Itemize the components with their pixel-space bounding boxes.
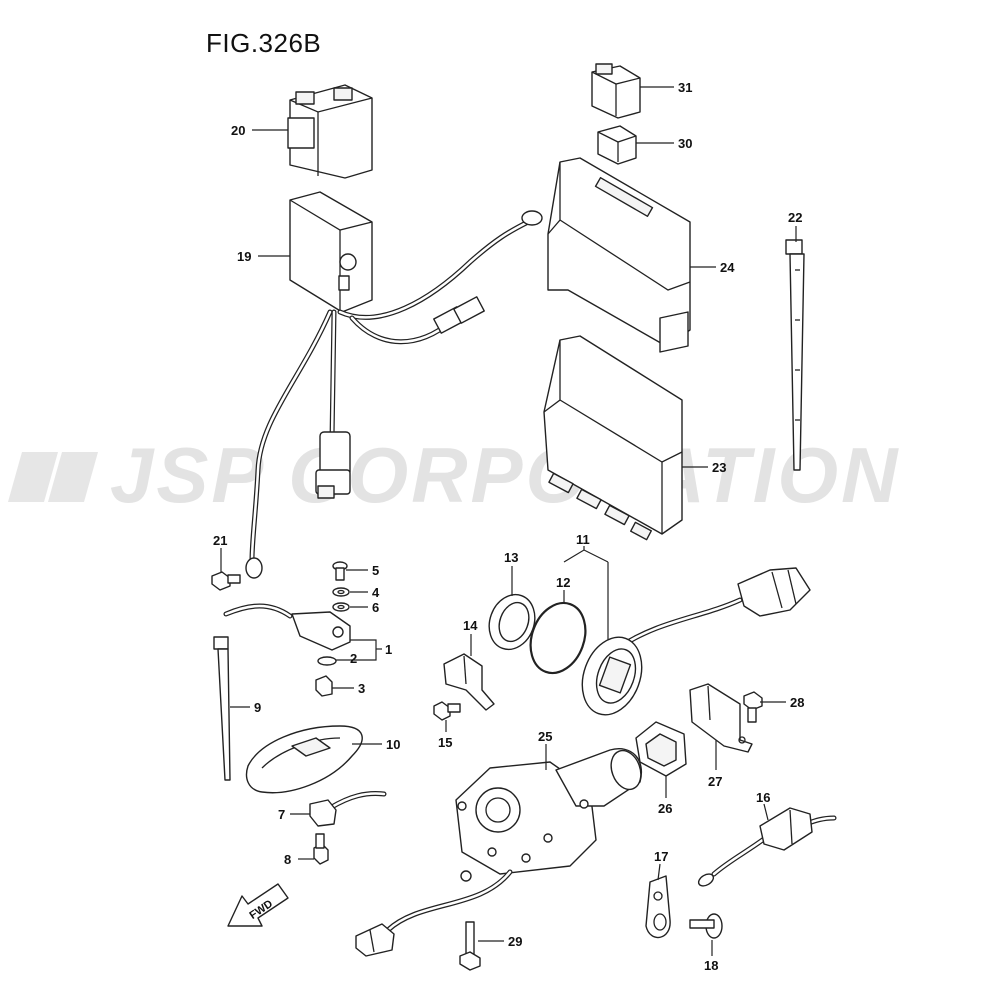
callout-10: 10 — [386, 737, 400, 752]
part-8-bolt[interactable] — [313, 833, 329, 865]
part-21-bolt[interactable] — [211, 571, 241, 591]
callout-28: 28 — [790, 695, 804, 710]
callout-22: 22 — [788, 210, 802, 225]
callout-3: 3 — [358, 681, 365, 696]
part-30-relay[interactable] — [597, 125, 637, 165]
part-24-ecu-cover[interactable] — [547, 157, 691, 353]
watermark: JSP CORPORATION — [8, 438, 900, 518]
callout-27: 27 — [708, 774, 722, 789]
part-1-sensor-assembly[interactable] — [223, 603, 351, 651]
part-27-bracket[interactable] — [689, 683, 753, 753]
callout-1: 1 — [385, 642, 392, 657]
part-12-oring[interactable] — [521, 595, 594, 680]
callout-17: 17 — [654, 849, 668, 864]
part-22-cable-tie[interactable] — [785, 239, 805, 471]
part-6-washer[interactable] — [332, 602, 350, 612]
callout-23: 23 — [712, 460, 726, 475]
callout-16: 16 — [756, 790, 770, 805]
callout-24: 24 — [720, 260, 735, 275]
part-17-clamp[interactable] — [645, 875, 671, 938]
callout-7: 7 — [278, 807, 285, 822]
part-15-bolt[interactable] — [433, 701, 461, 721]
part-29-bolt[interactable] — [459, 921, 481, 971]
callout-29: 29 — [508, 934, 522, 949]
leader-lines — [220, 86, 797, 956]
callout-14: 14 — [463, 618, 478, 633]
callout-labels: 20 19 31 30 24 23 22 21 5 4 6 1 2 3 9 10… — [213, 80, 804, 973]
part-14-clamp[interactable] — [443, 653, 495, 711]
callout-30: 30 — [678, 136, 692, 151]
part-28-bolt[interactable] — [743, 691, 763, 723]
callout-2: 2 — [350, 651, 357, 666]
part-13-ring[interactable] — [482, 588, 542, 656]
callout-13: 13 — [504, 550, 518, 565]
callout-6: 6 — [372, 600, 379, 615]
callout-9: 9 — [254, 700, 261, 715]
callout-11: 11 — [576, 532, 590, 547]
part-2-oring[interactable] — [317, 656, 337, 666]
part-5-screw[interactable] — [332, 561, 348, 581]
callout-15: 15 — [438, 735, 452, 750]
callout-25: 25 — [538, 729, 552, 744]
part-3-clip[interactable] — [315, 675, 333, 697]
part-18-screw[interactable] — [689, 913, 723, 939]
callout-19: 19 — [237, 249, 251, 264]
part-31-relay[interactable] — [591, 63, 641, 119]
part-16-connector-harness[interactable] — [697, 807, 837, 888]
callout-20: 20 — [231, 123, 245, 138]
callout-18: 18 — [704, 958, 718, 973]
callout-5: 5 — [372, 563, 379, 578]
fwd-direction-arrow-icon: FWD — [227, 883, 289, 927]
part-19-ignition-module[interactable] — [245, 191, 543, 579]
part-11-connector-harness[interactable] — [572, 567, 811, 723]
part-10-sensor-holder[interactable] — [245, 725, 363, 794]
part-26-grommet[interactable] — [635, 721, 687, 777]
part-4-washer[interactable] — [332, 587, 350, 597]
part-23-ecu[interactable] — [543, 335, 683, 541]
callout-26: 26 — [658, 801, 672, 816]
part-9-cable-tie[interactable] — [213, 636, 231, 781]
figure-title: FIG.326B — [206, 28, 322, 58]
callout-8: 8 — [284, 852, 291, 867]
watermark-logo-icon — [8, 452, 98, 502]
callout-21: 21 — [213, 533, 227, 548]
callout-4: 4 — [372, 585, 380, 600]
part-20-relay-box[interactable] — [287, 84, 373, 179]
watermark-text: JSP CORPORATION — [110, 438, 900, 518]
callout-31: 31 — [678, 80, 692, 95]
part-7-sensor[interactable] — [309, 791, 387, 827]
callout-12: 12 — [556, 575, 570, 590]
part-25-motor[interactable] — [355, 746, 646, 957]
